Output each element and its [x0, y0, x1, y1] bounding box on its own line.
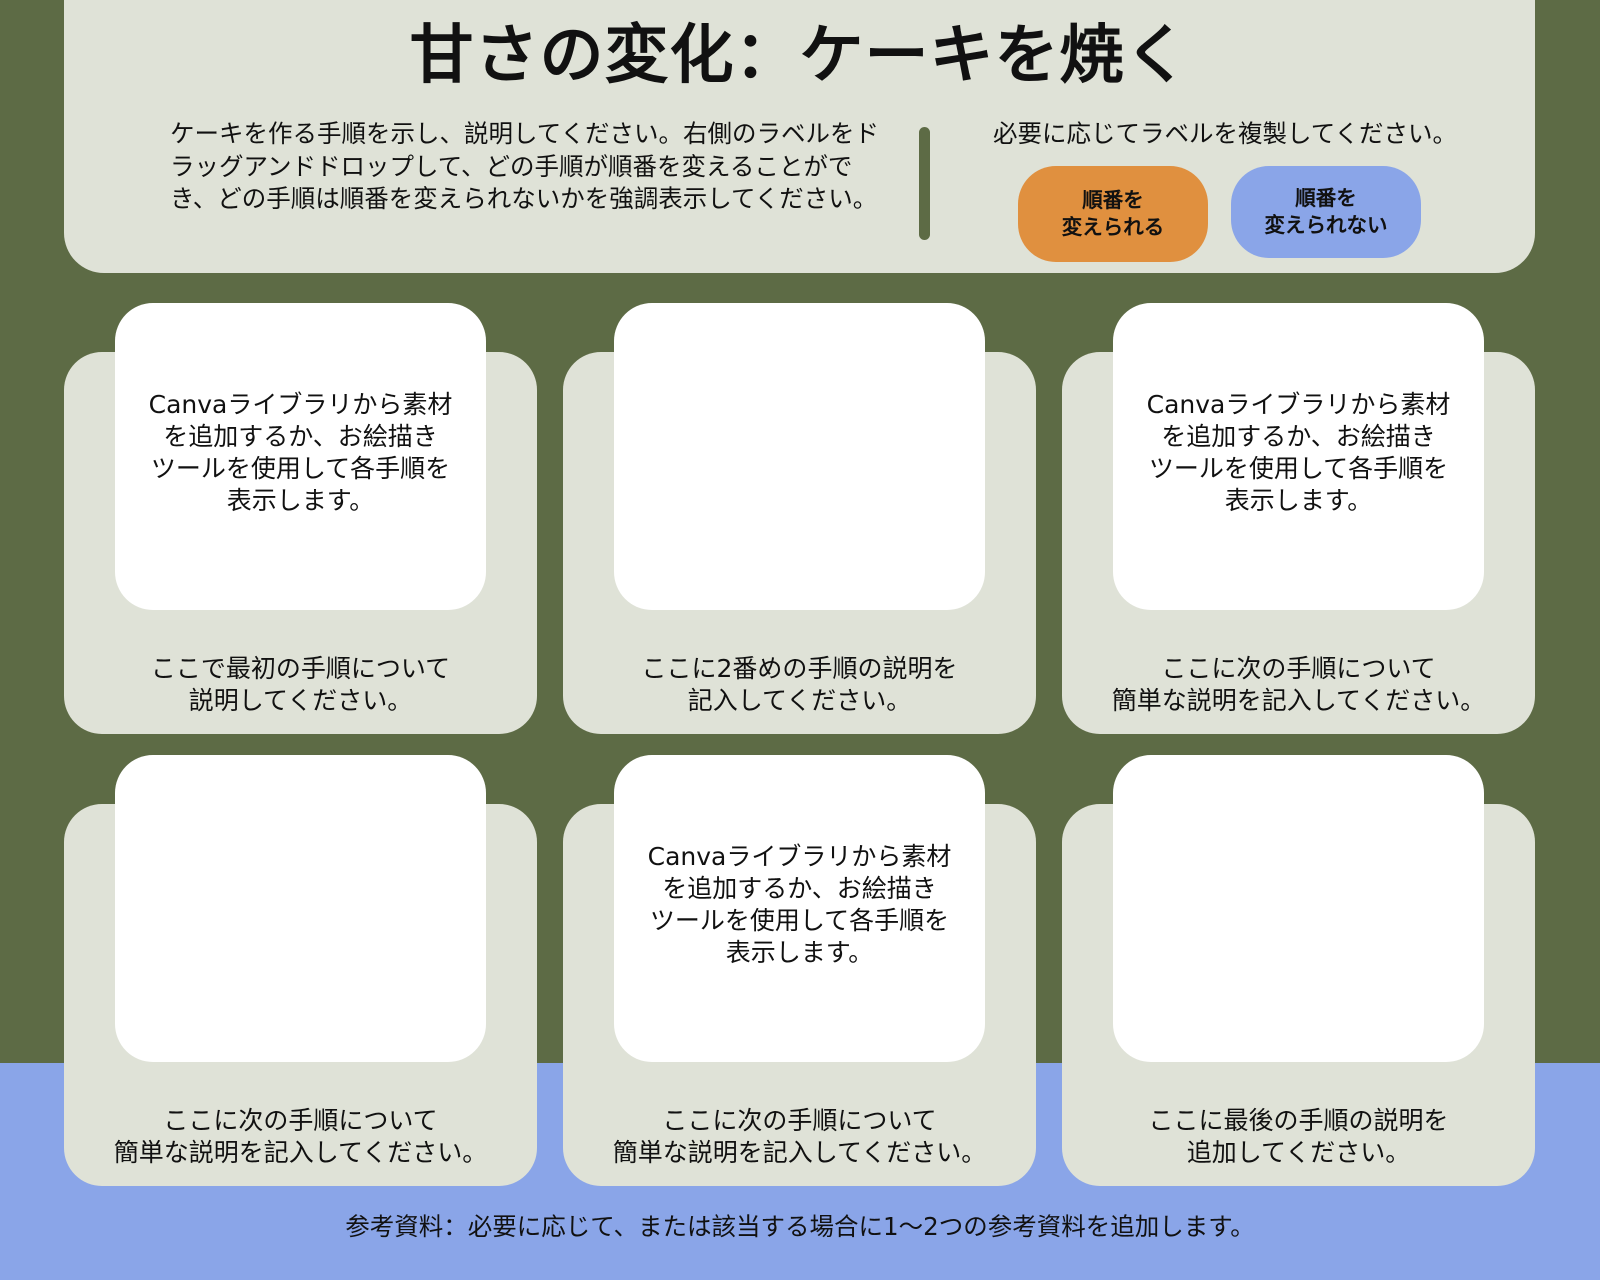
references-text[interactable]: 参考資料：必要に応じて、または該当する場合に1〜2つの参考資料を追加します。 [345, 1212, 1255, 1241]
label-reorderable[interactable]: 順番を 変えられる [1018, 166, 1208, 262]
header-divider [919, 127, 930, 240]
step-image-hint: Canvaライブラリから素材 を追加するか、お絵描き ツールを使用して各手順を … [148, 390, 453, 515]
step-description-1[interactable]: ここで最初の手順について 説明してください。 [150, 654, 451, 715]
labels-note: 必要に応じてラベルを複製してください。 [992, 119, 1458, 148]
label-not-reorderable[interactable]: 順番を 変えられない [1231, 166, 1421, 258]
step-image-3[interactable]: Canvaライブラリから素材 を追加するか、お絵描き ツールを使用して各手順を … [1113, 303, 1484, 610]
step-description-6[interactable]: ここに最後の手順の説明を 追加してください。 [1148, 1106, 1449, 1167]
step-image-6[interactable] [1113, 755, 1484, 1062]
step-description-3[interactable]: ここに次の手順について 簡単な説明を記入してください。 [1111, 654, 1486, 715]
step-image-4[interactable] [115, 755, 486, 1062]
step-image-1[interactable]: Canvaライブラリから素材 を追加するか、お絵描き ツールを使用して各手順を … [115, 303, 486, 610]
instructions-text: ケーキを作る手順を示し、説明してください。右側のラベルをドラッグアンドドロップし… [170, 119, 880, 213]
step-description-4[interactable]: ここに次の手順について 簡単な説明を記入してください。 [113, 1106, 488, 1167]
step-image-2[interactable] [614, 303, 985, 610]
step-image-5[interactable]: Canvaライブラリから素材 を追加するか、お絵描き ツールを使用して各手順を … [614, 755, 985, 1062]
step-description-5[interactable]: ここに次の手順について 簡単な説明を記入してください。 [612, 1106, 987, 1167]
step-image-hint: Canvaライブラリから素材 を追加するか、お絵描き ツールを使用して各手順を … [647, 842, 952, 967]
step-image-hint: Canvaライブラリから素材 を追加するか、お絵描き ツールを使用して各手順を … [1146, 390, 1451, 515]
step-description-2[interactable]: ここに2番めの手順の説明を 記入してください。 [641, 654, 958, 715]
page-title: 甘さの変化：ケーキを焼く [409, 19, 1190, 93]
